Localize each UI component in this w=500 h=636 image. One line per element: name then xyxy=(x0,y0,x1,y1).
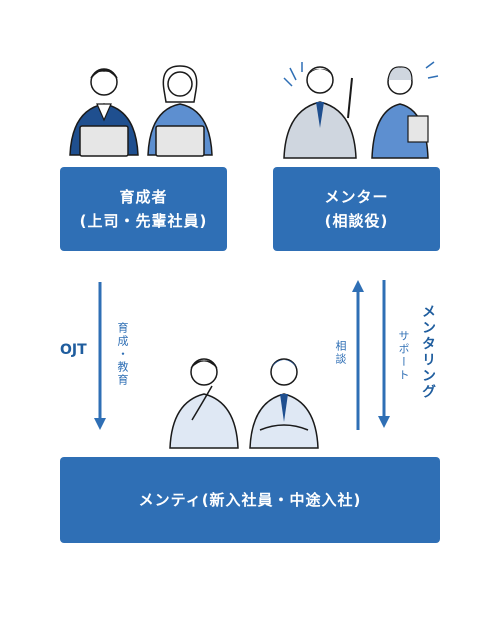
mentor-box: メンター (相談役) xyxy=(273,167,440,251)
mentor-title: メンター xyxy=(324,188,389,206)
mentoring-label: メンタリング xyxy=(420,304,436,400)
man-explaining-icon xyxy=(283,62,357,159)
training-education-label: 育成・教育 xyxy=(116,322,129,387)
trainer-subtitle: (上司・先輩社員) xyxy=(79,212,208,230)
thinking-person-left-icon xyxy=(169,358,239,449)
mentors-illustration xyxy=(283,61,439,159)
ojt-down-arrow xyxy=(94,282,106,430)
consult-label: 相談 xyxy=(334,340,347,366)
mentor-subtitle: (相談役) xyxy=(324,212,389,230)
man-at-laptop-icon xyxy=(69,68,139,157)
support-label: サポート xyxy=(397,330,410,382)
ojt-label: OJT xyxy=(60,342,87,358)
consult-up-arrow xyxy=(352,280,364,430)
woman-at-laptop-icon xyxy=(147,65,213,157)
mentees-illustration xyxy=(169,358,319,449)
woman-with-clipboard-icon xyxy=(371,61,439,159)
trainers-illustration xyxy=(69,65,213,157)
trainer-title: 育成者 xyxy=(119,188,168,206)
thinking-person-right-icon xyxy=(249,358,319,449)
mentee-title: メンティ(新入社員・中途入社) xyxy=(138,491,362,509)
trainer-box: 育成者 (上司・先輩社員) xyxy=(60,167,227,251)
mentee-box: メンティ(新入社員・中途入社) xyxy=(60,457,440,543)
support-down-arrow xyxy=(378,280,390,428)
